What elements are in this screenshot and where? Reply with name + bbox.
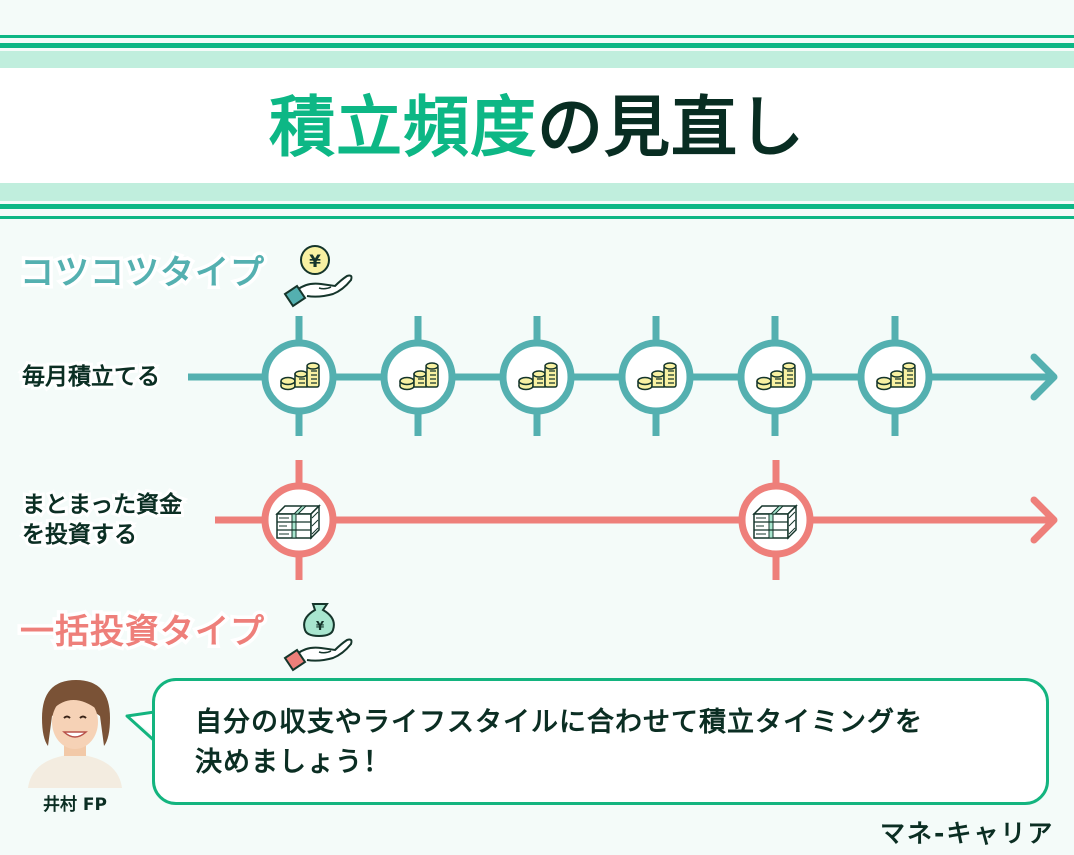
hand-with-yen-coin-icon: ¥ xyxy=(283,245,353,308)
advice-line-2: 決めましょう！ xyxy=(195,747,391,778)
title-rest: の見直し xyxy=(537,89,805,166)
teal-point-6 xyxy=(857,316,933,436)
header-line-bottom-thin xyxy=(0,216,1074,219)
teal-point-2 xyxy=(380,316,456,436)
svg-text:¥: ¥ xyxy=(316,619,325,633)
header-line-top-thick xyxy=(0,43,1074,48)
teal-point-1 xyxy=(261,316,337,436)
page-title: 積立頻度の見直し xyxy=(0,88,1074,168)
advice-line-1: 自分の収支やライフスタイルに合わせて積立タイミングを xyxy=(195,707,923,738)
coral-point-1 xyxy=(261,460,337,580)
advisor-name: 井村 FP xyxy=(43,795,107,815)
header-title-band xyxy=(0,68,1074,183)
header-band-top xyxy=(0,51,1074,68)
lump-sum-label-line2: を投資する xyxy=(19,519,140,551)
advisor-photo xyxy=(20,678,130,788)
svg-text:¥: ¥ xyxy=(309,252,321,272)
speech-bubble: 自分の収支やライフスタイルに合わせて積立タイミングを 決めましょう！ xyxy=(152,678,1049,805)
brand-logo: マネ-キャリア xyxy=(880,819,1055,848)
header-band-bottom xyxy=(0,183,1074,201)
ikkatsu-timeline xyxy=(215,460,1058,580)
teal-point-5 xyxy=(737,316,813,436)
kotsukotsu-type-label: コツコツタイプ xyxy=(17,250,268,297)
lump-sum-label: まとまった資金 を投資する xyxy=(19,489,185,551)
ikkatsu-type-label: 一括投資タイプ xyxy=(17,609,268,656)
header-line-top-thin xyxy=(0,35,1074,38)
lump-sum-label-line1: まとまった資金 xyxy=(19,489,185,521)
title-highlight: 積立頻度 xyxy=(269,89,537,166)
teal-point-4 xyxy=(618,316,694,436)
hand-with-money-bag-icon: ¥ xyxy=(283,603,353,672)
teal-point-3 xyxy=(499,316,575,436)
monthly-saving-label: 毎月積立てる xyxy=(19,361,163,393)
kotsukotsu-timeline xyxy=(188,316,1058,436)
header-line-bottom-thick xyxy=(0,204,1074,209)
advice-message: 自分の収支やライフスタイルに合わせて積立タイミングを 決めましょう！ xyxy=(195,703,1035,783)
coral-point-2 xyxy=(738,460,814,580)
